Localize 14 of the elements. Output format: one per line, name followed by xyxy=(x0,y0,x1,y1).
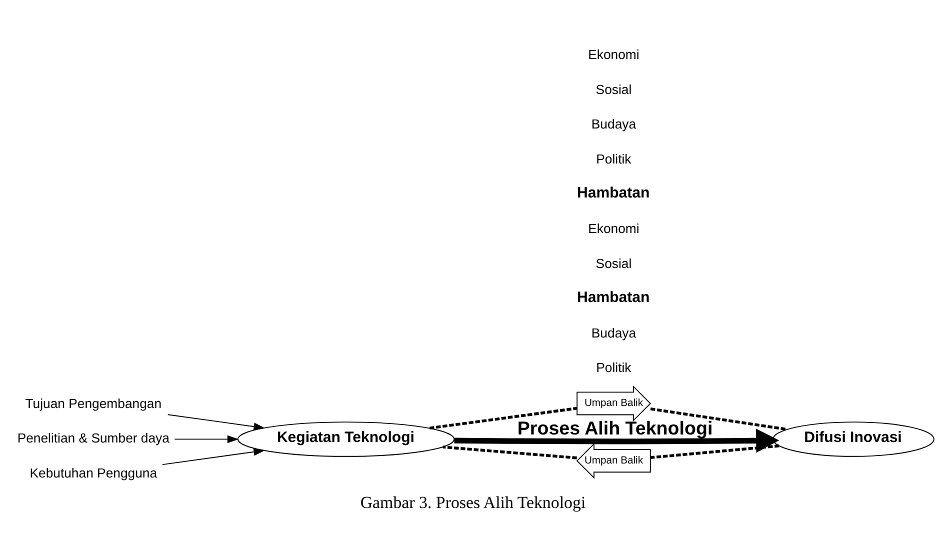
label: Ekonomi xyxy=(588,220,640,236)
label: Ekonomi xyxy=(588,46,640,62)
node-text: Tujuan Pengembangan xyxy=(25,395,162,410)
label: Politik xyxy=(596,151,632,166)
label: Sosial xyxy=(596,255,632,270)
node-text: Kebutuhan Pengguna xyxy=(30,464,158,480)
caption: Gambar 3. Proses Alih Teknologi xyxy=(360,492,586,512)
label: Hambatan xyxy=(577,288,650,306)
label: Sosial xyxy=(596,81,632,96)
label: Politik xyxy=(596,360,632,375)
label: Budaya xyxy=(591,116,636,132)
label: Budaya xyxy=(591,324,636,340)
node-text: Penelitian & Sumber daya xyxy=(17,430,170,446)
label: Hambatan xyxy=(577,184,650,201)
